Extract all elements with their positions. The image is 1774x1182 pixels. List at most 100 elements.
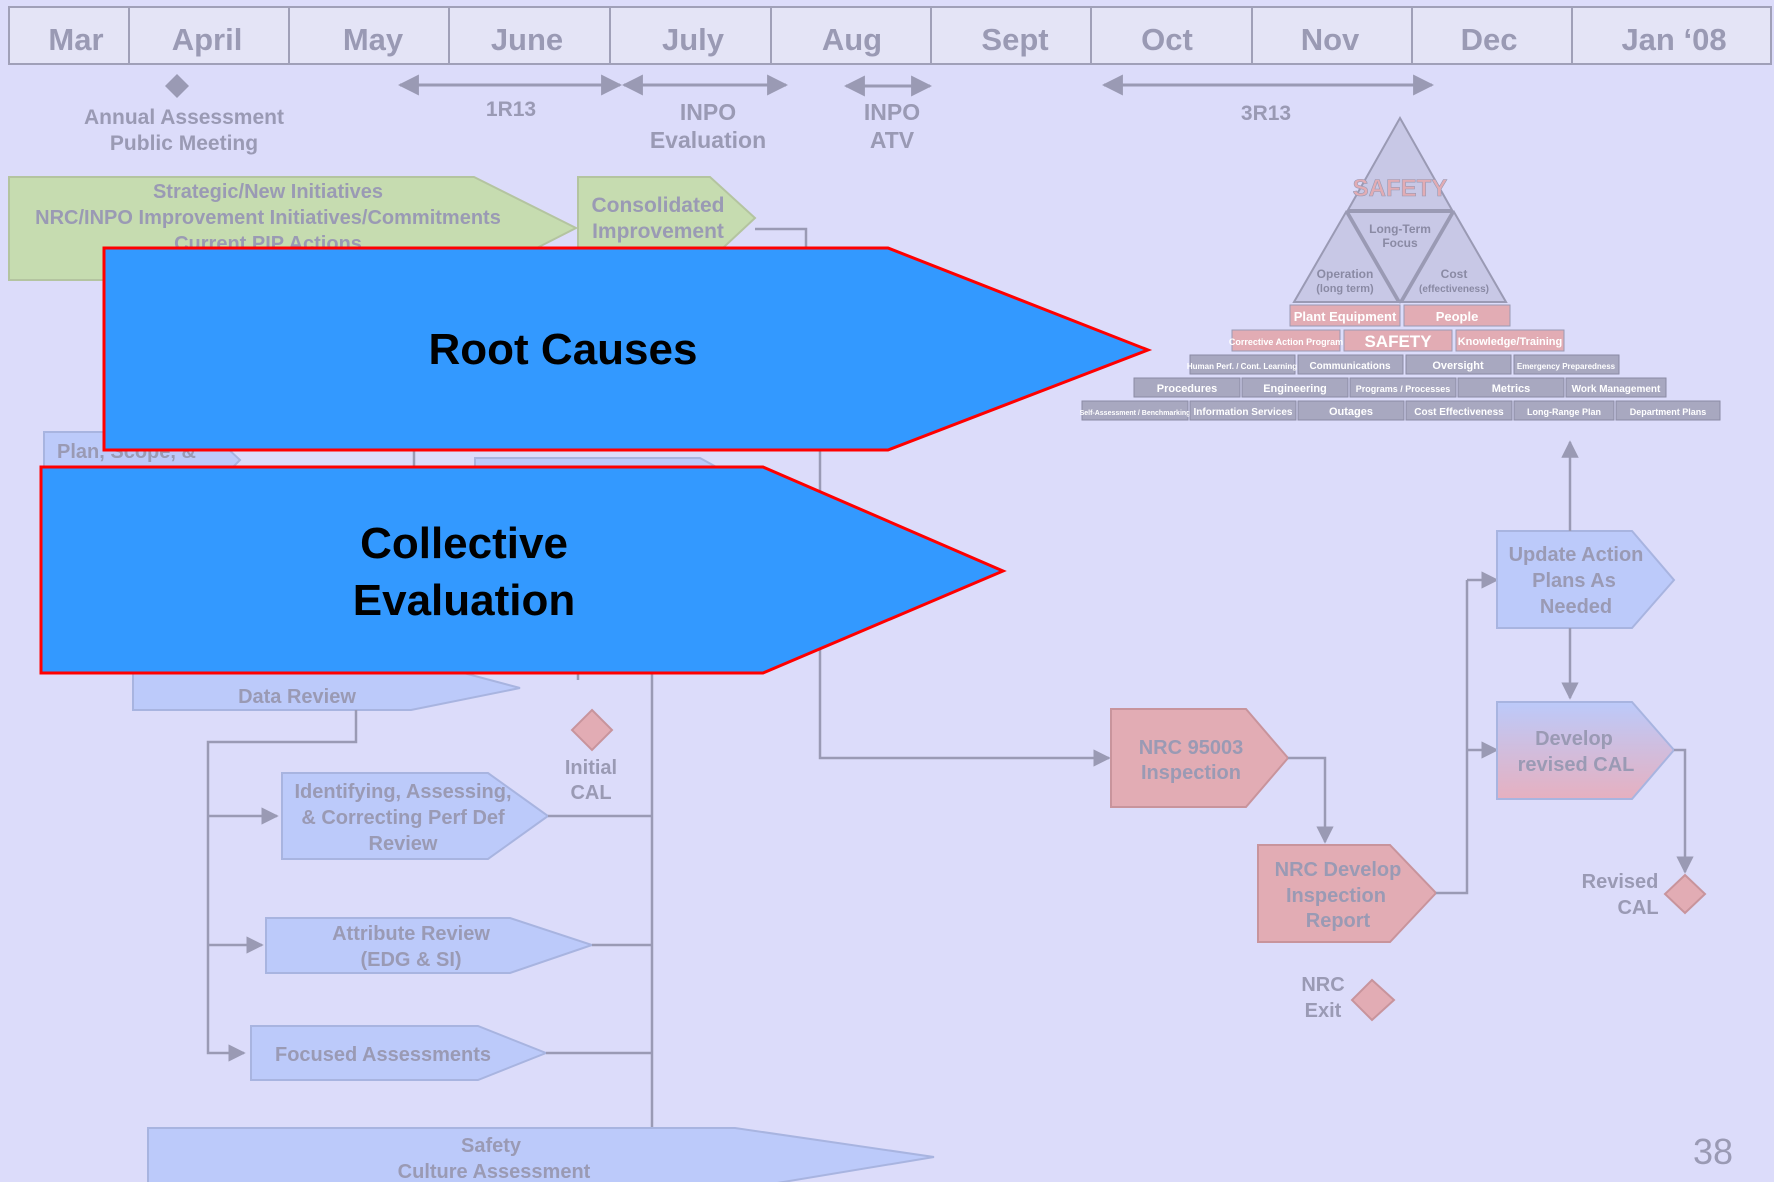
pyramid-cell — [1615, 400, 1721, 421]
consolidated-label: Improvement — [592, 220, 724, 243]
pyramid-top-label: Long-Term — [1369, 222, 1431, 236]
pyramid-cell — [1565, 377, 1667, 398]
pyramid-cell — [1457, 377, 1565, 398]
milestone-diamond — [165, 74, 189, 98]
pyramid-cell-label: Knowledge/Training — [1458, 336, 1563, 348]
focused-assessments-label: Focused Assessments — [275, 1044, 491, 1066]
pyramid-cell-label: Work Management — [1572, 384, 1661, 395]
highlight-collective-evaluation: Collective Evaluation — [39, 465, 1007, 675]
initial-cal-label: Initial — [565, 757, 617, 779]
pyramid-cell — [1455, 329, 1565, 352]
collective-evaluation-label: Collective — [360, 519, 568, 568]
nrc-95003-label: NRC 95003 — [1139, 737, 1244, 759]
nrc-report-label: NRC Develop — [1275, 859, 1402, 881]
pyramid-cell-label: Department Plans — [1630, 407, 1707, 417]
pyramid-cell — [1513, 400, 1615, 421]
pyramid-apex — [1346, 115, 1454, 211]
nrc-report-label: Inspection — [1286, 885, 1386, 907]
identifying-review-box — [281, 772, 550, 860]
pyramid-cell-label: Engineering — [1263, 383, 1327, 395]
pyramid-cell-label: Corrective Action Program — [1229, 337, 1343, 347]
month-label: April — [172, 22, 243, 57]
connector-arrow — [1288, 756, 1334, 844]
identifying-label: Review — [369, 833, 438, 855]
identifying-label: Identifying, Assessing, — [294, 781, 511, 803]
pyramid-cell — [1189, 354, 1296, 375]
pyramid-cell — [1405, 354, 1512, 375]
month-label: Aug — [822, 22, 882, 57]
pyramid-cell-label: Procedures — [1157, 383, 1218, 395]
nrc-exit-label: NRC — [1301, 974, 1344, 996]
pyramid-cell-label: Plant Equipment — [1294, 309, 1397, 324]
pyramid-cell-label: Self-Assessment / Benchmarking — [1080, 410, 1191, 417]
update-action-label: Needed — [1540, 596, 1612, 618]
pyramid-cell-label: Cost Effectiveness — [1414, 407, 1504, 418]
month-label: Mar — [48, 22, 103, 57]
milestones: Annual Assessment Public Meeting 1R13 IN… — [84, 74, 1435, 155]
safety-culture-label: Culture Assessment — [398, 1161, 591, 1182]
pyramid-cell-label: SAFETY — [1364, 332, 1432, 351]
pyramid-cell — [1343, 329, 1453, 352]
nrc-95003-label: Inspection — [1141, 762, 1241, 784]
root-causes-arrow — [102, 246, 1153, 452]
develop-revised-cal-box — [1496, 701, 1676, 800]
nrc-report-label: Report — [1306, 910, 1371, 932]
pyramid-cell — [1403, 304, 1511, 327]
nrc-exit-label: Exit — [1305, 1000, 1342, 1022]
safety-pyramid: SAFETY Long-Term Focus Operation (long t… — [1080, 115, 1721, 421]
page-number: 38 — [1693, 1131, 1733, 1172]
month-label: Nov — [1301, 22, 1360, 57]
pyramid-cell — [1241, 377, 1349, 398]
pyramid-right — [1400, 210, 1508, 303]
develop-cal-label: revised CAL — [1518, 754, 1635, 776]
outage-1r13-label: 1R13 — [486, 98, 536, 121]
pyramid-left-label: Operation — [1317, 267, 1374, 281]
nrc-95003-box — [1110, 708, 1290, 808]
highlight-root-causes: Root Causes — [102, 246, 1153, 452]
pyramid-cell — [1081, 400, 1189, 421]
revised-cal-diamond — [1663, 873, 1707, 915]
month-label: Sept — [981, 22, 1048, 57]
identifying-label: & Correcting Perf Def — [301, 807, 505, 829]
nrc-exit-diamond — [1350, 978, 1396, 1022]
attribute-review-box — [265, 917, 596, 974]
root-causes-label: Root Causes — [429, 325, 698, 374]
pyramid-cell — [1133, 377, 1241, 398]
pyramid-left — [1292, 210, 1400, 303]
pyramid-right-label: Cost — [1441, 267, 1468, 281]
data-review-label: Data Review — [238, 686, 356, 708]
connector-line — [1436, 580, 1469, 895]
update-action-plans-box — [1496, 530, 1676, 629]
pyramid-top-row — [1346, 211, 1454, 304]
collective-evaluation-label: Evaluation — [353, 576, 576, 625]
inpo-atv-label: INPO — [864, 99, 920, 125]
pyramid-cell — [1297, 354, 1404, 375]
annual-assessment-label: Annual Assessment — [84, 106, 284, 129]
strategic-label: Strategic/New Initiatives — [153, 181, 383, 203]
attribute-review-label: Attribute Review — [332, 923, 490, 945]
nrc-flow: NRC 95003 Inspection NRC Develop Inspect… — [1110, 440, 1707, 1022]
initial-cal-diamond — [570, 708, 614, 752]
consolidated-label: Consolidated — [591, 194, 724, 217]
pyramid-cell-label: Programs / Processes — [1356, 384, 1451, 394]
safety-culture-label: Safety — [461, 1135, 522, 1157]
month-label: May — [343, 22, 404, 57]
focused-assessments-box — [250, 1025, 549, 1081]
pyramid-cell — [1231, 329, 1341, 352]
pyramid-cell — [1289, 304, 1401, 327]
pyramid-apex-label: SAFETY — [1353, 175, 1448, 202]
strategic-label: NRC/INPO Improvement Initiatives/Commitm… — [35, 207, 501, 229]
consolidated-improvement-box — [577, 176, 757, 261]
pyramid-cell-label: People — [1436, 309, 1479, 324]
develop-cal-label: Develop — [1535, 728, 1613, 750]
safety-culture-box — [147, 1127, 935, 1182]
pyramid-cell-label: Human Perf. / Cont. Learning — [1187, 362, 1297, 371]
month-label: June — [491, 22, 563, 57]
initial-cal-label: CAL — [570, 782, 611, 804]
inpo-atv-label: ATV — [870, 127, 915, 153]
pyramid-cell — [1297, 400, 1405, 421]
pyramid-cell-label: Oversight — [1432, 360, 1484, 372]
pyramid-cell-label: Information Services — [1194, 407, 1293, 418]
